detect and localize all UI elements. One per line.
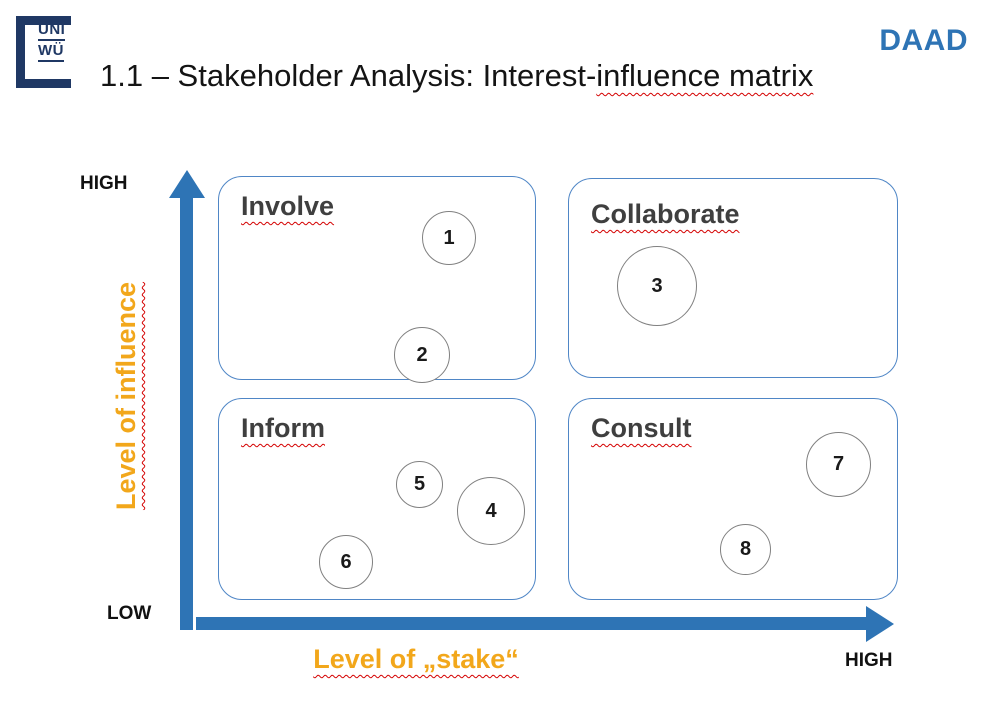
slide-title-plain: 1.1 – Stakeholder Analysis: Interest- [100, 58, 597, 93]
logo-bracket-icon [16, 16, 71, 88]
logo-text: UNI WÜ [38, 22, 66, 64]
stakeholder-bubble-6: 6 [319, 535, 373, 589]
logo-line1: UNI [38, 22, 66, 41]
y-axis-arrow-shaft [180, 196, 193, 630]
daad-logo: DAAD [879, 24, 968, 57]
logo-line2: WÜ [38, 43, 64, 62]
slide-title-marked: influence matrix [596, 58, 814, 93]
x-axis-arrow-shaft [196, 617, 868, 630]
stakeholder-bubble-8: 8 [720, 524, 771, 575]
quadrant-involve: Involve [218, 176, 536, 380]
x-axis-high-label: HIGH [845, 650, 893, 671]
y-axis-label: Level of influence [111, 281, 141, 511]
stakeholder-bubble-2: 2 [394, 327, 450, 383]
x-axis-arrowhead-icon [866, 606, 894, 642]
y-axis-low-label: LOW [107, 603, 152, 624]
quadrant-inform: Inform [218, 398, 536, 600]
quadrant-consult-label: Consult [591, 413, 692, 443]
uni-wue-logo: UNI WÜ [16, 12, 96, 88]
stakeholder-bubble-5: 5 [396, 461, 443, 508]
x-axis-label: Level of „stake“ [313, 644, 519, 674]
y-axis-arrowhead-icon [169, 170, 205, 198]
slide-title: 1.1 – Stakeholder Analysis: Interest-inf… [100, 58, 813, 94]
quadrant-involve-label: Involve [241, 191, 335, 221]
stakeholder-bubble-4: 4 [457, 477, 525, 545]
y-axis-high-label: HIGH [80, 173, 128, 194]
quadrant-inform-label: Inform [241, 413, 325, 443]
stakeholder-bubble-7: 7 [806, 432, 871, 497]
stakeholder-bubble-1: 1 [422, 211, 476, 265]
quadrant-collaborate-label: Collaborate [591, 199, 740, 229]
stakeholder-bubble-3: 3 [617, 246, 697, 326]
